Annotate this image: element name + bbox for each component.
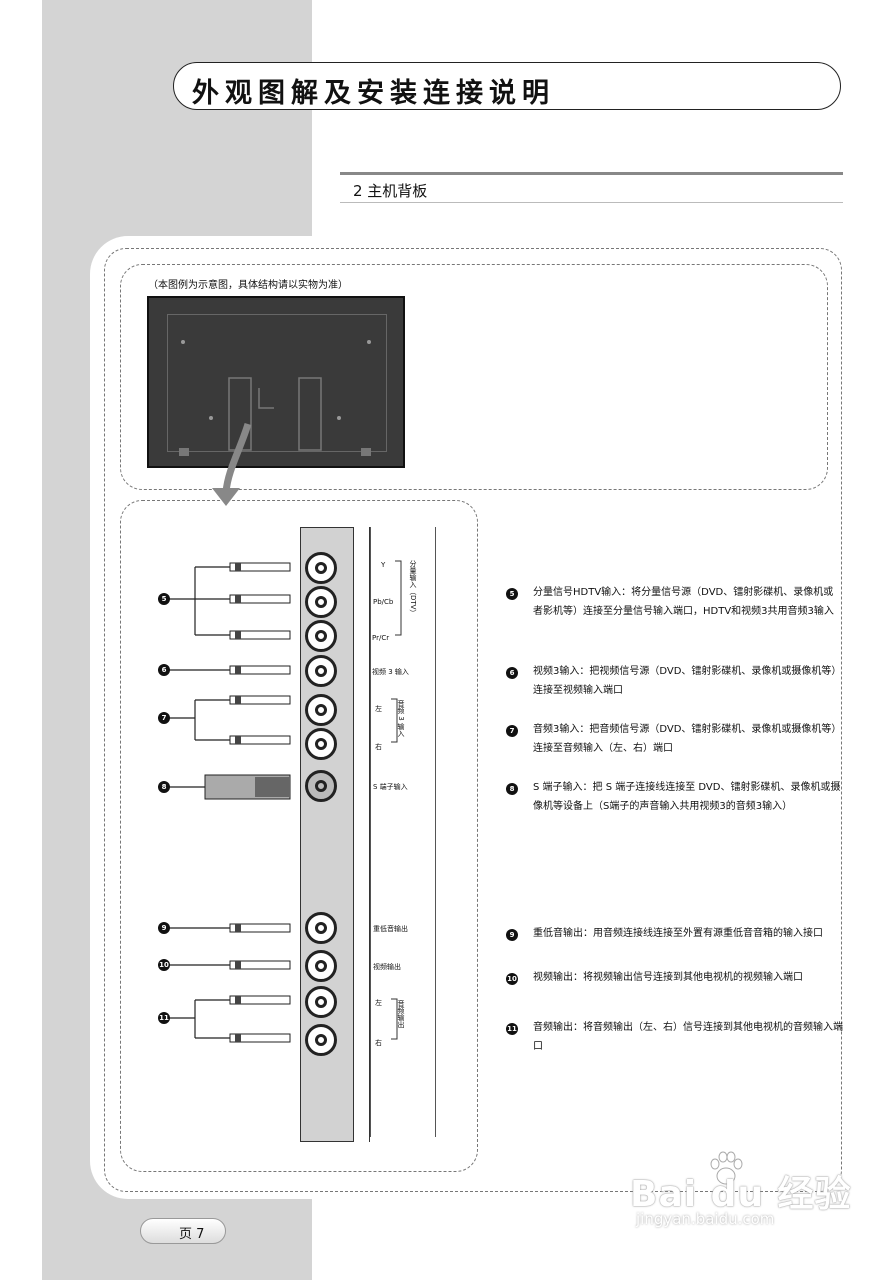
page-number: 页 7 bbox=[179, 1227, 205, 1242]
port-label-y: Y bbox=[381, 561, 386, 569]
title-banner: 外观图解及安装连接说明 bbox=[173, 62, 841, 110]
desc-num-11: 11 bbox=[506, 1023, 518, 1035]
desc-5: 分量信号HDTV输入：将分量信号源（DVD、镭射影碟机、录像机或者影机等）连接至… bbox=[533, 587, 834, 617]
page-title: 外观图解及安装连接说明 bbox=[192, 78, 555, 109]
marker-8: 8 bbox=[158, 781, 170, 793]
page-number-badge: 页 7 bbox=[140, 1218, 226, 1244]
pointer-arrow bbox=[212, 422, 252, 506]
desc-10: 视频输出：将视频输出信号连接到其他电视机的视频输入端口 bbox=[533, 972, 803, 983]
port-label-s-video: S 端子输入 bbox=[373, 783, 408, 791]
port-label-video3: 视频 3 输入 bbox=[372, 668, 409, 676]
desc-11: 音频输出：将音频输出（左、右）信号连接到其他电视机的音频输入端口 bbox=[533, 1022, 843, 1052]
port-label-pr: Pr/Cr bbox=[372, 634, 390, 642]
group-brackets bbox=[391, 560, 402, 1040]
marker-9: 9 bbox=[158, 922, 170, 934]
tv-back-details bbox=[179, 340, 371, 456]
group-label-audio-in: 音频 3 输入 bbox=[397, 700, 405, 737]
panel-edge bbox=[354, 527, 370, 1142]
port-label-audio-out-right: 右 bbox=[375, 1039, 382, 1047]
marker-10: 10 bbox=[158, 959, 170, 971]
marker-6: 6 bbox=[158, 664, 170, 676]
pr-jack bbox=[305, 620, 337, 652]
desc-num-8: 8 bbox=[506, 783, 518, 795]
desc-num-10: 10 bbox=[506, 973, 518, 985]
port-label-audio-in-right: 右 bbox=[375, 743, 382, 751]
desc-6: 视频3输入：把视频信号源（DVD、镭射影碟机、录像机或摄像机等）连接至视频输入端… bbox=[533, 666, 842, 696]
outer-dashed-border bbox=[104, 248, 842, 1192]
marker-11: 11 bbox=[158, 1012, 170, 1024]
video-out-jack bbox=[305, 950, 337, 982]
desc-9: 重低音输出：用音频连接线连接至外置有源重低音音箱的输入接口 bbox=[533, 928, 823, 939]
marker-5: 5 bbox=[158, 593, 170, 605]
s-video-jack bbox=[305, 770, 337, 802]
desc-num-7: 7 bbox=[506, 725, 518, 737]
section-rule-bottom bbox=[340, 202, 843, 203]
desc-7: 音频3输入：把音频信号源（DVD、镭射影碟机、录像机或摄像机等）连接至音频输入（… bbox=[533, 724, 842, 754]
group-label-component: 分量输入（DTV） bbox=[409, 560, 417, 617]
video3-jack bbox=[305, 655, 337, 687]
watermark-paw-icon bbox=[710, 1151, 743, 1185]
desc-8: S 端子输入：把 S 端子连接线连接至 DVD、镭射影碟机、录像机或摄像机等设备… bbox=[533, 782, 841, 812]
port-diagram-frame bbox=[120, 500, 478, 1172]
tv-back-frame bbox=[120, 264, 828, 490]
y-jack bbox=[305, 552, 337, 584]
diagram-note: （本图例为示意图，具体结构请以实物为准） bbox=[148, 280, 348, 291]
port-label-audio-in-left: 左 bbox=[375, 705, 382, 713]
port-label-audio-out-left: 左 bbox=[375, 999, 382, 1007]
audio-out-right-jack bbox=[305, 1024, 337, 1056]
label-strip bbox=[370, 527, 436, 1137]
audio-out-left-jack bbox=[305, 986, 337, 1018]
audio-in-right-jack bbox=[305, 728, 337, 760]
subwoofer-out-jack bbox=[305, 912, 337, 944]
tv-back-panel bbox=[167, 314, 387, 452]
marker-7: 7 bbox=[158, 712, 170, 724]
tv-back-image bbox=[147, 296, 405, 468]
section-title: 2 主机背板 bbox=[353, 182, 428, 200]
group-label-audio-out: 音频输出 bbox=[397, 1000, 405, 1028]
port-label-video-out: 视频输出 bbox=[373, 963, 401, 971]
port-label-subwoofer: 重低音输出 bbox=[373, 925, 408, 933]
audio-in-left-jack bbox=[305, 694, 337, 726]
port-label-pb: Pb/Cb bbox=[373, 598, 394, 606]
watermark-logo: Bai du 经验 bbox=[630, 1174, 852, 1215]
desc-num-6: 6 bbox=[506, 667, 518, 679]
desc-num-5: 5 bbox=[506, 588, 518, 600]
pb-jack bbox=[305, 586, 337, 618]
section-rule-top bbox=[340, 172, 843, 175]
desc-num-9: 9 bbox=[506, 929, 518, 941]
watermark-url: jingyan.baidu.com bbox=[636, 1210, 775, 1228]
cable-diagram bbox=[165, 562, 291, 1043]
